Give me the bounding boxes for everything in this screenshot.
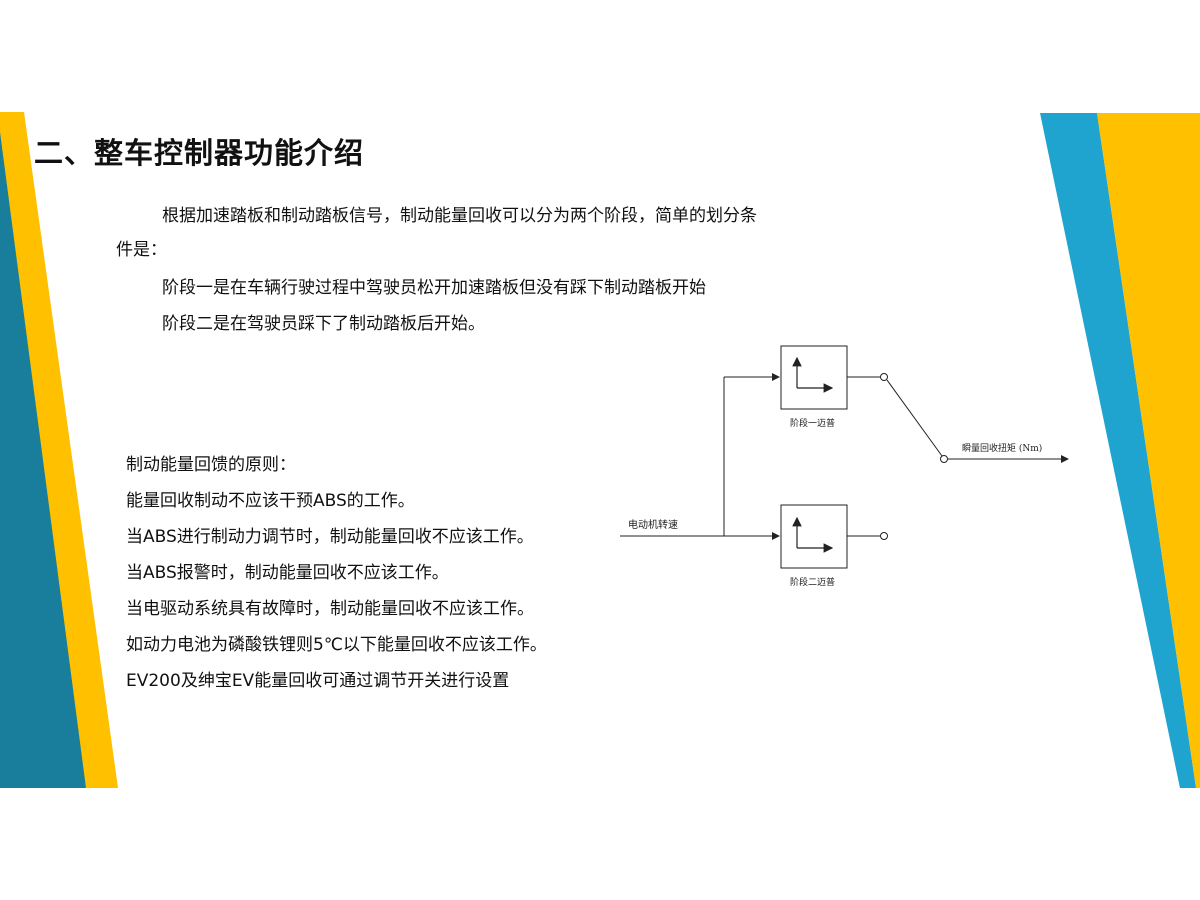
- switch-pivot: [940, 455, 948, 463]
- stage1-label: 阶段一迈普: [790, 417, 835, 429]
- left-teal-stripe: [0, 132, 86, 788]
- switch-arm: [886, 379, 943, 457]
- slide-title: 二、整车控制器功能介绍: [34, 136, 365, 170]
- intro-line-2: 件是：: [116, 240, 167, 260]
- principles-heading: 制动能量回馈的原则：: [126, 455, 296, 475]
- stage1-map-box: [780, 345, 848, 410]
- principle-item: 如动力电池为磷酸铁锂则5℃以下能量回收不应该工作。: [126, 635, 547, 655]
- stage-two-text: 阶段二是在驾驶员踩下了制动踏板后开始。: [162, 314, 485, 334]
- principles-list: 制动能量回馈的原则： 能量回收制动不应该干预ABS的工作。 当ABS进行制动力调…: [126, 447, 547, 699]
- switch-terminal-2: [880, 532, 888, 540]
- principle-item: EV200及绅宝EV能量回收可通过调节开关进行设置: [126, 671, 510, 691]
- principle-item: 当ABS进行制动力调节时，制动能量回收不应该工作。: [126, 527, 534, 547]
- output-label: 瞬量回收扭矩 (Nm): [962, 442, 1042, 454]
- stage2-map-box: [780, 504, 848, 569]
- right-yellow-stripe: [1097, 113, 1200, 788]
- switch-terminal-1: [880, 373, 888, 381]
- right-blue-stripe: [1040, 113, 1196, 788]
- principle-item: 能量回收制动不应该干预ABS的工作。: [126, 491, 415, 511]
- intro-line-1: 根据加速踏板和制动踏板信号，制动能量回收可以分为两个阶段，简单的划分条: [162, 206, 757, 226]
- input-label: 电动机转速: [628, 518, 678, 531]
- stage2-label: 阶段二迈普: [790, 576, 835, 588]
- regen-block-diagram: 电动机转速 阶段一迈普 阶段二迈普 瞬量回收扭矩 (Nm): [620, 345, 1069, 588]
- principle-item: 当ABS报警时，制动能量回收不应该工作。: [126, 563, 449, 583]
- principle-item: 当电驱动系统具有故障时，制动能量回收不应该工作。: [126, 599, 534, 619]
- stage-one-text: 阶段一是在车辆行驶过程中驾驶员松开加速踏板但没有踩下制动踏板开始: [162, 278, 706, 298]
